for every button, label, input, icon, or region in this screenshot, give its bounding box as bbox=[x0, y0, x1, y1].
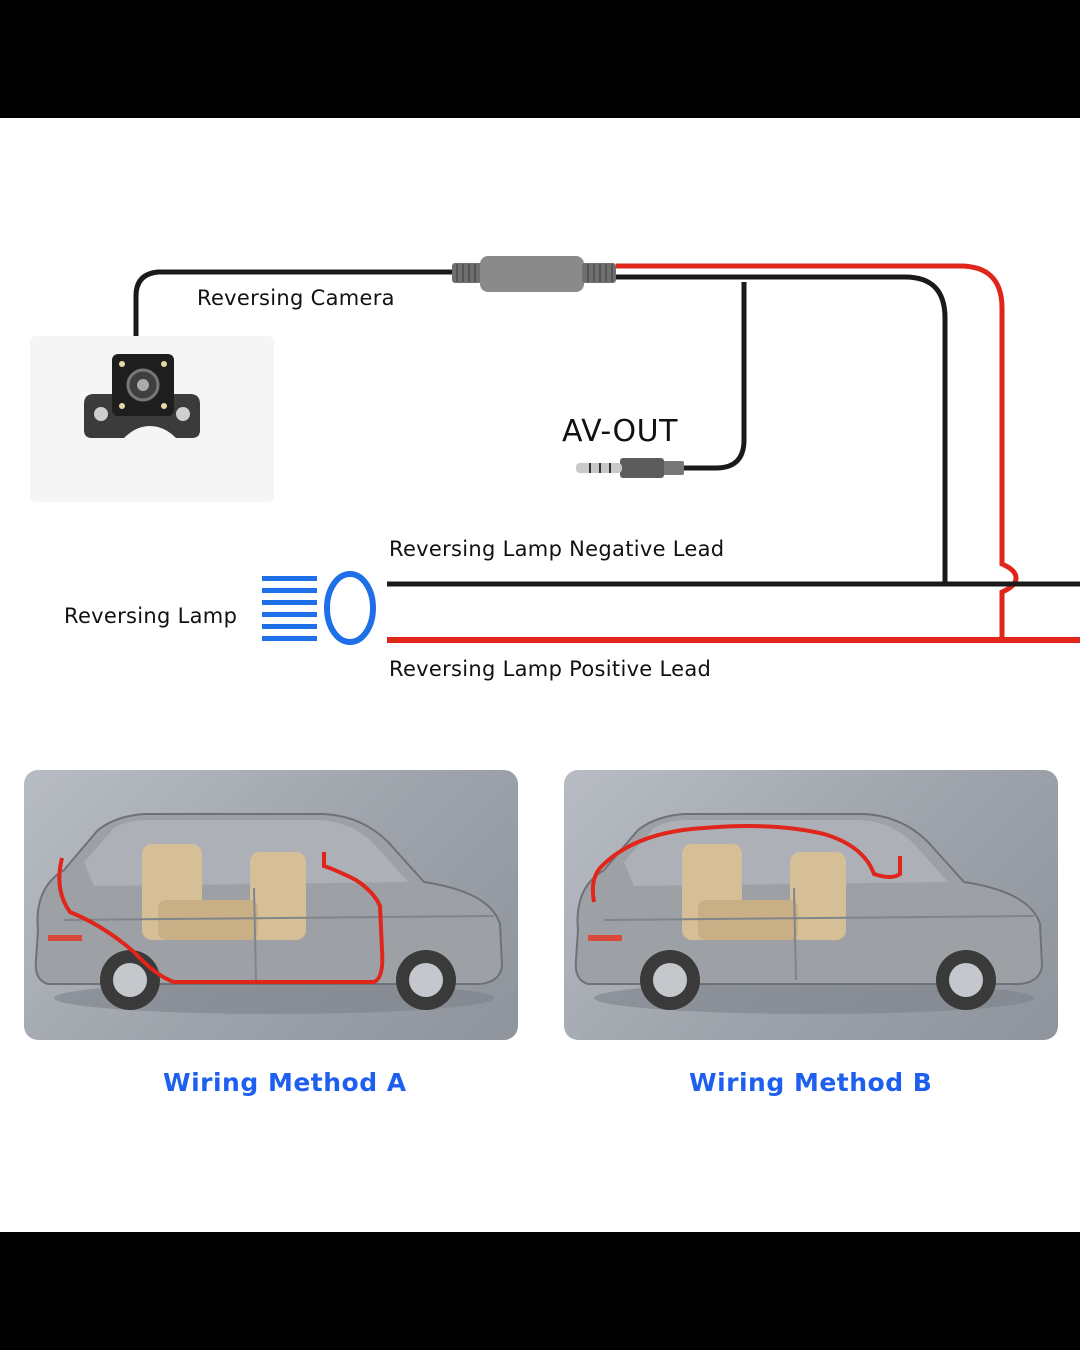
camera-icon bbox=[30, 336, 274, 502]
car-cutaway-icon bbox=[574, 813, 1044, 1014]
top-black-bar bbox=[0, 0, 1080, 118]
bottom-black-bar bbox=[0, 1232, 1080, 1350]
wiring-diagram: Reversing Camera AV-OUT Reversing Lamp N… bbox=[0, 118, 1080, 1232]
car-cutaway-icon bbox=[34, 813, 504, 1014]
wiring-method-b-panel bbox=[564, 770, 1058, 1040]
wiring-method-a-caption: Wiring Method A bbox=[163, 1068, 407, 1097]
reversing-lamp-label: Reversing Lamp bbox=[64, 604, 238, 628]
route-b-wire bbox=[590, 824, 902, 903]
wiring-schematic bbox=[30, 256, 1080, 645]
negative-lead-label: Reversing Lamp Negative Lead bbox=[389, 537, 725, 561]
negative-wire-upper bbox=[616, 274, 948, 584]
av-out-label: AV-OUT bbox=[562, 414, 678, 449]
lamp-icon bbox=[262, 571, 376, 645]
positive-lead-label: Reversing Lamp Positive Lead bbox=[389, 657, 712, 681]
wiring-method-b-caption: Wiring Method B bbox=[689, 1068, 933, 1097]
cable-splitter-icon bbox=[452, 256, 616, 292]
av-jack-icon bbox=[576, 458, 684, 478]
camera-cable bbox=[133, 269, 460, 350]
wiring-method-a-panel bbox=[24, 770, 518, 1040]
av-out-cable bbox=[684, 282, 747, 471]
route-a-wire bbox=[57, 852, 385, 984]
reversing-camera-label: Reversing Camera bbox=[197, 286, 395, 310]
